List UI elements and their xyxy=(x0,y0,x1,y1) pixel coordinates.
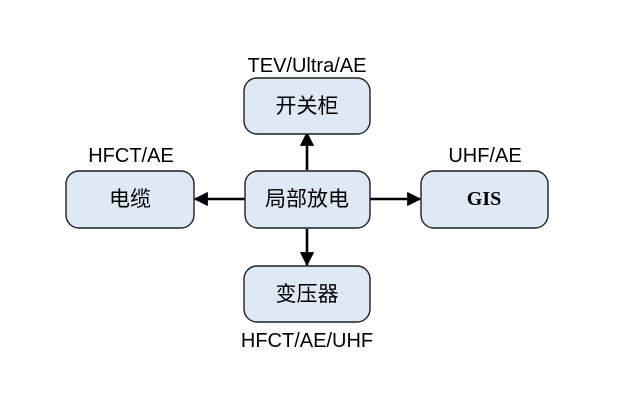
transformer-label: 变压器 xyxy=(276,282,339,306)
gis-node: GIS xyxy=(420,170,549,229)
left-node-caption: HFCT/AE xyxy=(88,145,174,167)
gis-label: GIS xyxy=(467,188,501,210)
switchgear-label: 开关柜 xyxy=(276,94,339,118)
transformer-node: 变压器 xyxy=(243,265,371,323)
cable-label: 电缆 xyxy=(109,187,151,211)
partial-discharge-label: 局部放电 xyxy=(265,187,349,211)
bottom-node-caption: HFCT/AE/UHF xyxy=(241,330,373,352)
switchgear-node: 开关柜 xyxy=(243,77,371,135)
top-node-caption: TEV/Ultra/AE xyxy=(248,55,367,77)
right-node-caption: UHF/AE xyxy=(448,145,521,167)
partial-discharge-node: 局部放电 xyxy=(244,170,371,229)
cable-node: 电缆 xyxy=(65,170,195,229)
